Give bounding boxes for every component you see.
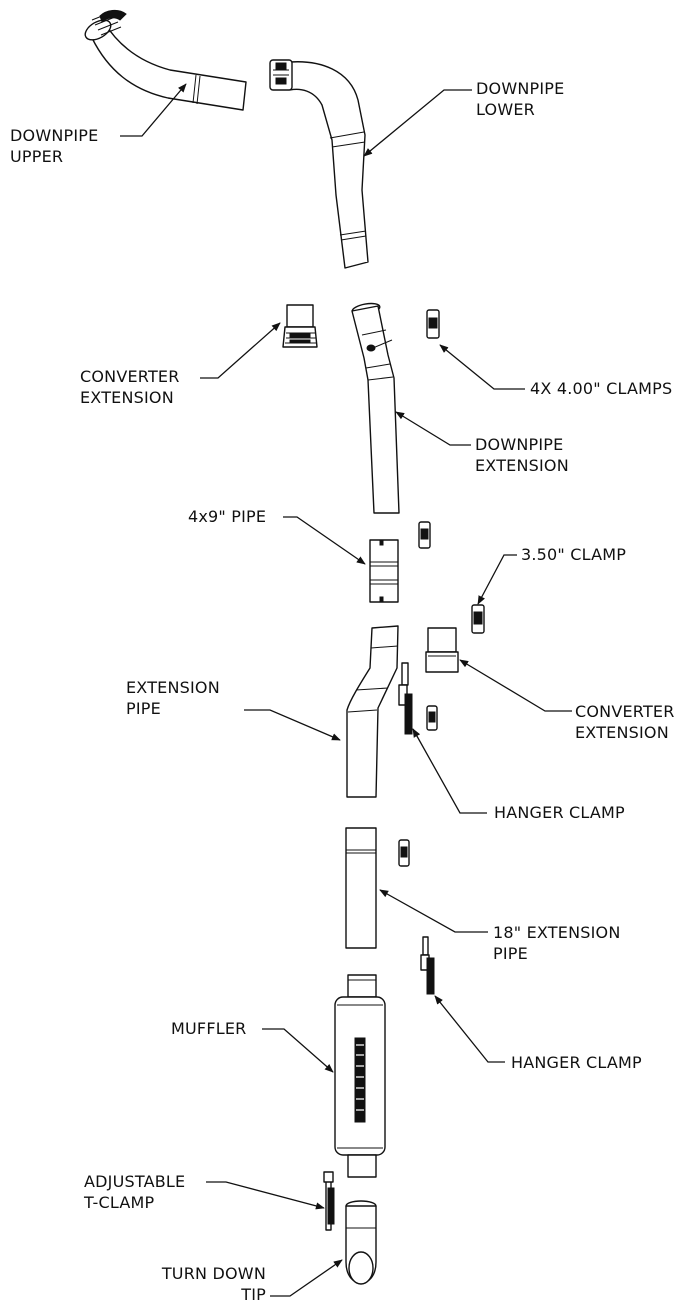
label-line: MUFFLER [171,1019,247,1038]
leader-downpipe-extension [395,411,471,446]
leader-downpipe-lower [363,89,472,157]
label-clamp-350: 3.50" CLAMP [521,544,626,565]
label-downpipe-upper: DOWNPIPE UPPER [10,125,98,167]
label-hanger-clamp-lower: HANGER CLAMP [511,1052,642,1073]
leader-converter-left [200,322,281,379]
label-line: DOWNPIPE [10,126,99,145]
label-t-clamp: ADJUSTABLE T-CLAMP [84,1171,185,1213]
leader-t-clamp [206,1181,325,1210]
downpipe-lower-clamp [269,59,293,91]
leader-muffler [262,1028,334,1073]
label-line: CONVERTER [80,367,180,386]
turn-down-tip-part [345,1200,377,1285]
label-line: DOWNPIPE [475,435,564,454]
downpipe-upper-flex-end [84,9,127,41]
label-line: 4x9" PIPE [188,507,267,526]
muffler-part [334,974,386,1178]
pipe-4x9-part [369,539,399,603]
hanger-clamp-upper-part [398,662,438,735]
label-turn-down-tip: TURN DOWN TIP [140,1263,266,1305]
converter-extension-left-part [282,304,318,348]
label-hanger-clamp-upper: HANGER CLAMP [494,802,625,823]
converter-extension-right-part [425,627,459,673]
label-extension-18in: 18" EXTENSION PIPE [493,922,620,964]
leader-clamp-350 [477,554,517,605]
t-clamp-part [323,1171,335,1231]
label-line: TURN DOWN [161,1264,266,1283]
clamp-4in-mid-part [418,521,431,549]
label-line: PIPE [493,944,528,963]
label-line: 4X 4.00" CLAMPS [530,379,673,398]
leader-hanger-upper [412,728,487,814]
hanger-clamp-lower-part [420,936,435,995]
label-converter-extension-right: CONVERTER EXTENSION [575,701,675,743]
label-line: 18" EXTENSION [493,923,621,942]
label-line: EXTENSION [126,678,220,697]
leader-lines [120,83,572,1297]
label-line: ADJUSTABLE [84,1172,186,1191]
clamp-4in-part [426,309,440,339]
label-line: T-CLAMP [84,1193,155,1212]
downpipe-upper-part [84,9,247,111]
label-downpipe-extension: DOWNPIPE EXTENSION [475,434,569,476]
label-muffler: MUFFLER [171,1018,246,1039]
leader-clamps-4in [439,344,525,390]
leader-turn-down-tip [270,1259,343,1297]
label-line: PIPE [126,699,161,718]
leader-18in-extension [379,889,488,933]
label-line: HANGER CLAMP [494,803,625,822]
extension-pipe-part [346,625,399,798]
label-line: EXTENSION [475,456,569,475]
extension-18in-part [345,827,377,949]
clamp-18in-part [398,839,410,867]
label-line: HANGER CLAMP [511,1053,642,1072]
label-downpipe-lower: DOWNPIPE LOWER [476,78,564,120]
leader-converter-right [459,659,572,712]
label-line: UPPER [10,147,64,166]
label-line: 3.50" CLAMP [521,545,627,564]
label-line: LOWER [476,100,535,119]
label-extension-pipe: EXTENSION PIPE [126,677,220,719]
label-line: EXTENSION [80,388,174,407]
leader-4x9-pipe [283,516,366,565]
downpipe-lower-part [269,59,369,269]
label-line: CONVERTER [575,702,675,721]
label-converter-extension-left: CONVERTER EXTENSION [80,366,180,408]
label-line: DOWNPIPE [476,79,565,98]
label-clamps-4in: 4X 4.00" CLAMPS [530,378,672,399]
downpipe-extension-part [351,302,400,514]
label-line: EXTENSION [575,723,669,742]
leader-downpipe-upper [120,83,187,137]
clamp-350-part [471,604,485,634]
label-pipe-4x9: 4x9" PIPE [188,506,266,527]
leader-extension-pipe [244,709,341,741]
label-line: TIP [241,1285,266,1304]
leader-hanger-lower [434,995,505,1063]
